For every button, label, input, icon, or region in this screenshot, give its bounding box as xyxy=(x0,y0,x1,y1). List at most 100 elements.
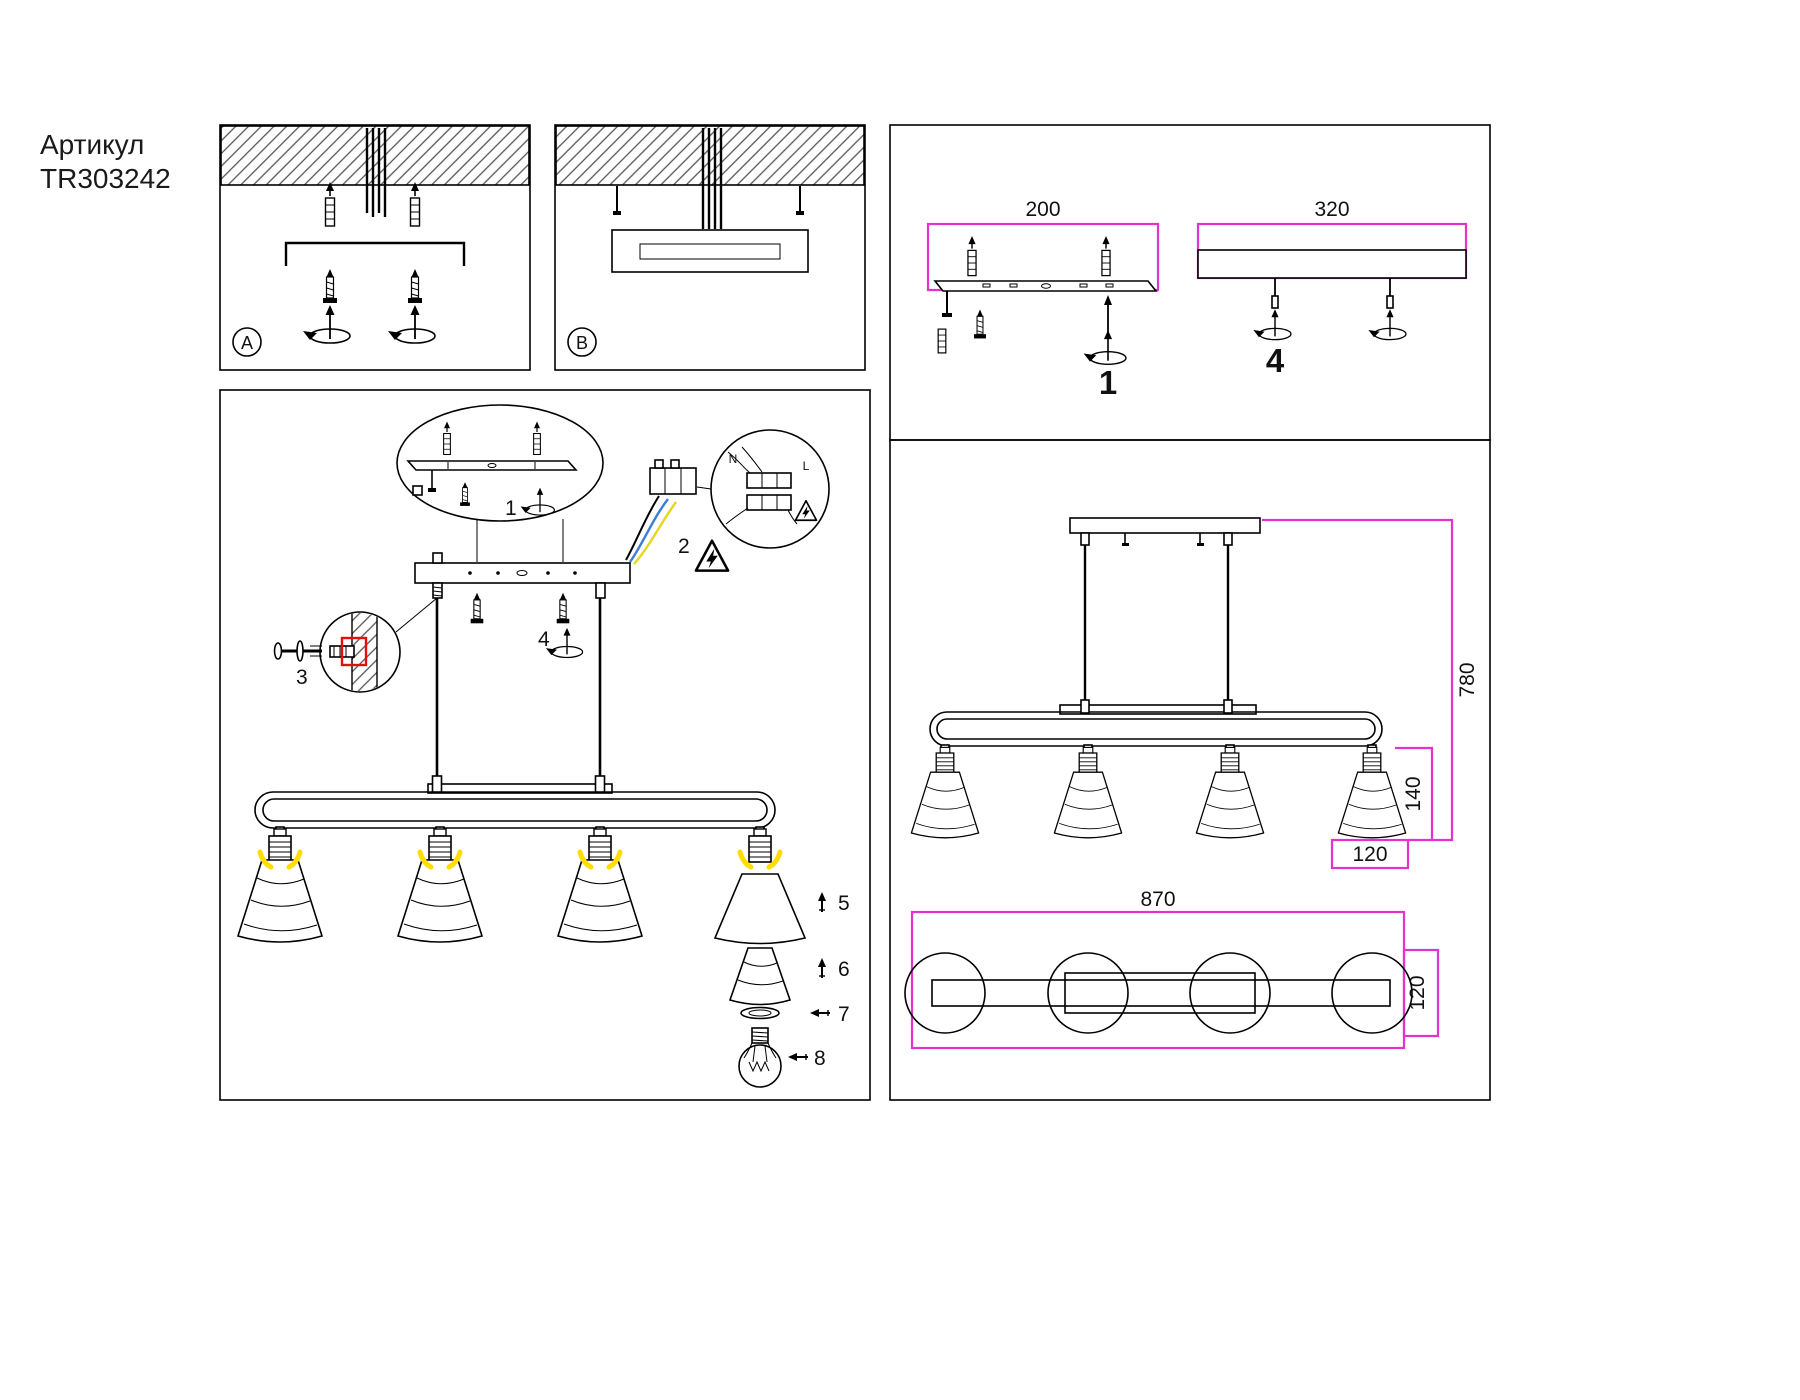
wall-anchor-icon xyxy=(444,422,451,455)
lamp-shade xyxy=(1196,747,1263,837)
rotation-arrow-icon xyxy=(302,304,351,344)
step4-screws: 4 xyxy=(470,592,584,659)
wire-blue xyxy=(629,498,669,563)
lamp-shade xyxy=(558,829,642,942)
part-4-canopy: 320 4 xyxy=(1196,198,1468,379)
shade-top-circle xyxy=(1047,952,1129,1034)
pointer-arrow-icon xyxy=(817,957,827,979)
part-1-number: 1 xyxy=(1099,364,1117,401)
lamp-shade xyxy=(1054,747,1121,837)
rotation-arrow-icon xyxy=(1082,329,1127,366)
canopy-plate xyxy=(611,229,809,273)
side-view xyxy=(911,517,1405,838)
warning-triangle-icon xyxy=(694,539,730,572)
pointer-arrow-icon xyxy=(809,1008,831,1018)
lamp-shade xyxy=(911,747,978,837)
wiring-detail-circle: N L xyxy=(696,429,830,549)
canopy-plate xyxy=(1197,249,1467,279)
screw-icon xyxy=(556,592,570,624)
canopy-dimension-label: 320 xyxy=(1314,198,1349,221)
parts-panel: 200 1 320 xyxy=(889,124,1491,441)
step1-detail: 1 xyxy=(396,404,604,522)
rotation-arrow-icon xyxy=(1252,308,1292,341)
ceiling-plate xyxy=(1069,517,1261,534)
wall-anchor-icon xyxy=(937,328,947,354)
screw-icon xyxy=(470,592,484,624)
lamp-shades xyxy=(238,826,807,1088)
exploded-shade xyxy=(713,828,807,1088)
washer xyxy=(296,640,304,662)
terminal-block xyxy=(746,494,792,511)
article-code: TR303242 xyxy=(40,163,171,194)
depth-dimension-box xyxy=(1402,948,1440,1038)
assembly-panel: 1 2 xyxy=(219,389,871,1101)
article-label: Артикул xyxy=(40,129,144,160)
lamp-shade xyxy=(398,829,482,942)
step-5-label: 5 xyxy=(838,892,850,915)
screw-icon xyxy=(973,309,987,339)
wall-anchor-icon xyxy=(968,236,976,276)
ceiling-section xyxy=(220,125,530,186)
step-labels: 5 6 7 8 xyxy=(787,891,850,1070)
terminal-block xyxy=(649,467,697,495)
pointer-arrow-icon xyxy=(817,891,827,913)
top-view: 870 120 xyxy=(904,888,1440,1050)
panel-b-label: B xyxy=(576,333,588,353)
power-wires xyxy=(365,128,387,217)
dimensions-panel: 780 140 120 870 120 xyxy=(889,439,1491,1101)
frame-bar xyxy=(254,783,776,829)
outer-shade xyxy=(713,873,807,945)
lamp-socket xyxy=(748,828,772,863)
overall-height-dimension xyxy=(1262,518,1454,842)
fixture-length-label: 870 xyxy=(1140,888,1175,911)
step-6-label: 6 xyxy=(838,958,850,981)
shade-height-label: 140 xyxy=(1402,776,1425,811)
wall-anchor-icon xyxy=(534,422,541,455)
plate-dimension-label: 200 xyxy=(1025,198,1060,221)
panel-a: A xyxy=(219,124,531,371)
light-bulb xyxy=(738,1027,782,1088)
power-wires xyxy=(701,128,723,229)
step-3-label: 3 xyxy=(296,666,308,689)
hanger-rods xyxy=(431,598,606,793)
shade-diameter-label: 120 xyxy=(1352,843,1387,866)
rotation-arrow-icon xyxy=(387,304,436,344)
terminal-block xyxy=(746,472,792,489)
screw-icon xyxy=(407,268,423,304)
step2-wiring: 2 xyxy=(625,459,730,572)
hanging-screws xyxy=(613,186,804,215)
lamp-shade xyxy=(238,829,322,942)
center-plate-top xyxy=(1064,972,1256,1014)
wire-black xyxy=(625,495,660,561)
step-4-label: 4 xyxy=(538,628,550,651)
thread-highlight xyxy=(340,636,368,667)
frame-bar xyxy=(929,711,1383,747)
screw-icon xyxy=(459,481,471,507)
shade-top-circle xyxy=(904,952,986,1034)
plate-dimension-box xyxy=(926,222,1160,292)
mounting-plate xyxy=(933,280,1158,292)
panel-a-badge xyxy=(232,327,262,357)
panel-a-label: A xyxy=(241,333,253,353)
wall-anchor-icon xyxy=(326,182,335,226)
panel-b: B xyxy=(554,124,866,371)
panel-b-badge xyxy=(567,327,597,357)
mounting-bracket xyxy=(284,241,466,266)
shade-diameter-dimension xyxy=(1330,838,1410,870)
pointer-arrow-icon xyxy=(787,1052,809,1062)
screw-icon xyxy=(322,268,338,304)
hanger-bolt xyxy=(595,582,606,599)
part-1-mounting-plate: 200 1 xyxy=(926,198,1160,401)
mounting-plate-bar xyxy=(414,552,631,599)
warning-triangle-icon xyxy=(794,499,818,522)
wall-anchor-icon xyxy=(1102,236,1110,276)
trim-ring xyxy=(740,1006,780,1020)
wall-anchor-icon xyxy=(411,182,420,226)
overall-height-label: 780 xyxy=(1456,662,1479,697)
step-7-label: 7 xyxy=(838,1003,850,1026)
shade-top-circle xyxy=(1331,952,1413,1034)
rotation-arrow-icon xyxy=(519,487,556,516)
frame-bar-top xyxy=(931,979,1391,1007)
